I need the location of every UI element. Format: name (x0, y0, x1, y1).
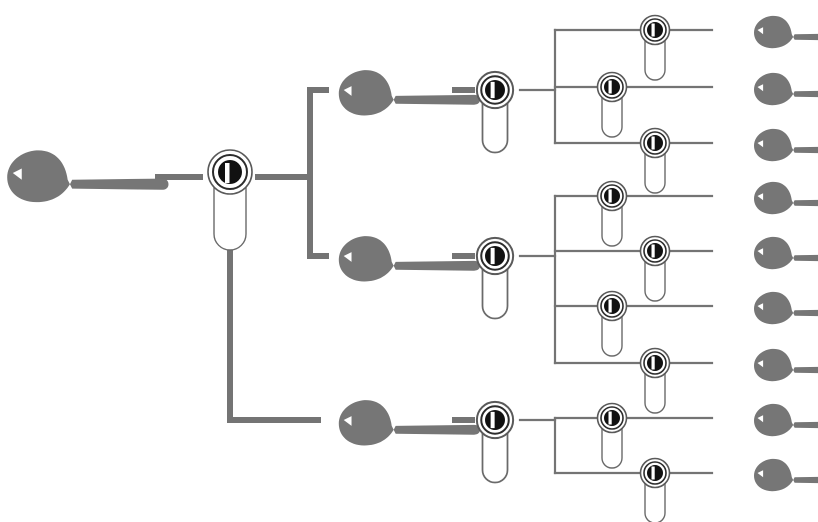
user-8-key-icon (754, 403, 818, 437)
user-5-cylinder-icon (639, 235, 671, 302)
user-4-key-icon (754, 181, 818, 215)
user-7-cylinder-icon (639, 347, 671, 414)
user-8-cylinder-icon (596, 402, 628, 469)
user-1-key-icon (754, 15, 818, 49)
user-5-key-icon (754, 236, 818, 270)
group-3-cylinder-icon (475, 400, 515, 484)
connector-lines (155, 28, 714, 475)
user-2-cylinder-icon (596, 71, 628, 138)
user-9-cylinder-icon (639, 457, 671, 522)
user-9-key-icon (754, 458, 818, 492)
user-7-key-icon (754, 348, 818, 382)
diagram-nodes (7, 14, 818, 522)
user-3-key-icon (754, 128, 818, 162)
user-6-key-icon (754, 291, 818, 325)
user-3-cylinder-icon (639, 127, 671, 194)
group-2-cylinder-icon (475, 236, 515, 320)
user-4-cylinder-icon (596, 180, 628, 247)
user-6-cylinder-icon (596, 290, 628, 357)
master-key-icon (7, 150, 169, 203)
user-2-key-icon (754, 72, 818, 106)
group-1-cylinder-icon (475, 70, 515, 154)
user-1-cylinder-icon (639, 14, 671, 81)
master-cylinder-icon (207, 149, 253, 251)
